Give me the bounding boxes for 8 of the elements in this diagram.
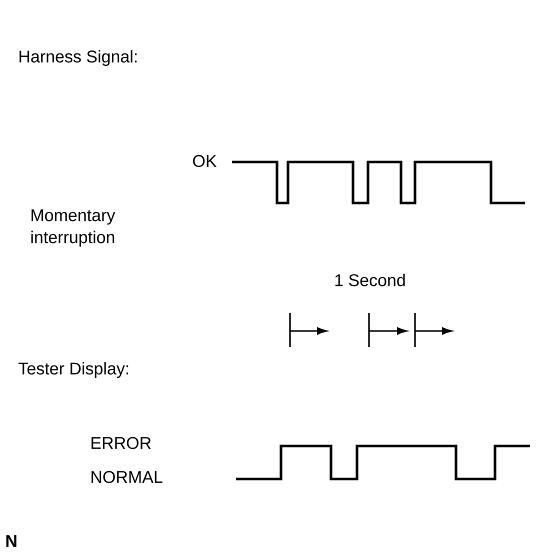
figure-code: N (6, 535, 16, 547)
signal-label: NORMAL (92, 470, 162, 484)
heading: Tester Display: (18, 362, 128, 378)
signal-label: Momentary interruption (31, 209, 116, 247)
heading: Harness Signal: (20, 50, 137, 66)
duration-label: 1 Second (335, 274, 405, 286)
signal-label: OK (193, 154, 217, 168)
signal-label: ERROR (92, 436, 151, 450)
